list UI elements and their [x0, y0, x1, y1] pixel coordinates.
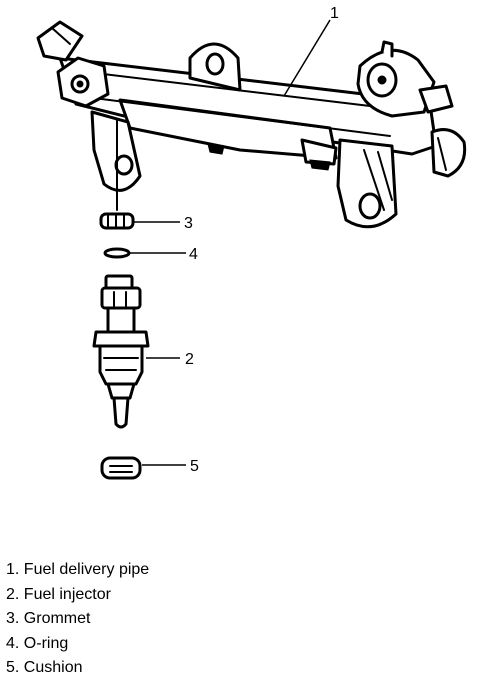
callout-4: 4 — [189, 246, 198, 263]
legend-item-label: O-ring — [23, 634, 69, 652]
legend-item: 3. Grommet — [6, 607, 149, 632]
legend-item-label: Fuel delivery pipe — [23, 561, 150, 578]
callout-1: 1 — [330, 5, 339, 22]
fuel-injector — [92, 274, 150, 429]
o-ring — [103, 247, 131, 259]
legend-item-number: 3. — [6, 610, 20, 627]
legend-item: 5. Cushion — [6, 656, 149, 681]
legend-item: 1. Fuel delivery pipe — [6, 558, 149, 583]
legend-item-label: Fuel injector — [23, 585, 111, 603]
callout-5: 5 — [190, 458, 199, 475]
legend-item-label: Grommet — [23, 610, 91, 627]
callout-3: 3 — [184, 215, 193, 232]
parts-legend: 1. Fuel delivery pipe 2. Fuel injector 3… — [6, 558, 149, 681]
grommet — [99, 212, 135, 230]
callout-2: 2 — [185, 351, 194, 368]
legend-item-number: 5. — [6, 659, 20, 676]
legend-item: 4. O-ring — [6, 632, 149, 657]
fuel-rail-exploded-diagram: 1 2 3 4 5 — [36, 5, 467, 480]
cushion — [100, 456, 142, 480]
leader-line-1 — [283, 19, 331, 97]
fuel-delivery-pipe — [36, 20, 467, 229]
legend-item-label: Cushion — [23, 659, 83, 676]
legend-item-number: 2. — [6, 585, 20, 603]
legend-item-number: 4. — [6, 634, 20, 652]
legend-item: 2. Fuel injector — [6, 583, 149, 608]
legend-item-number: 1. — [6, 561, 20, 578]
